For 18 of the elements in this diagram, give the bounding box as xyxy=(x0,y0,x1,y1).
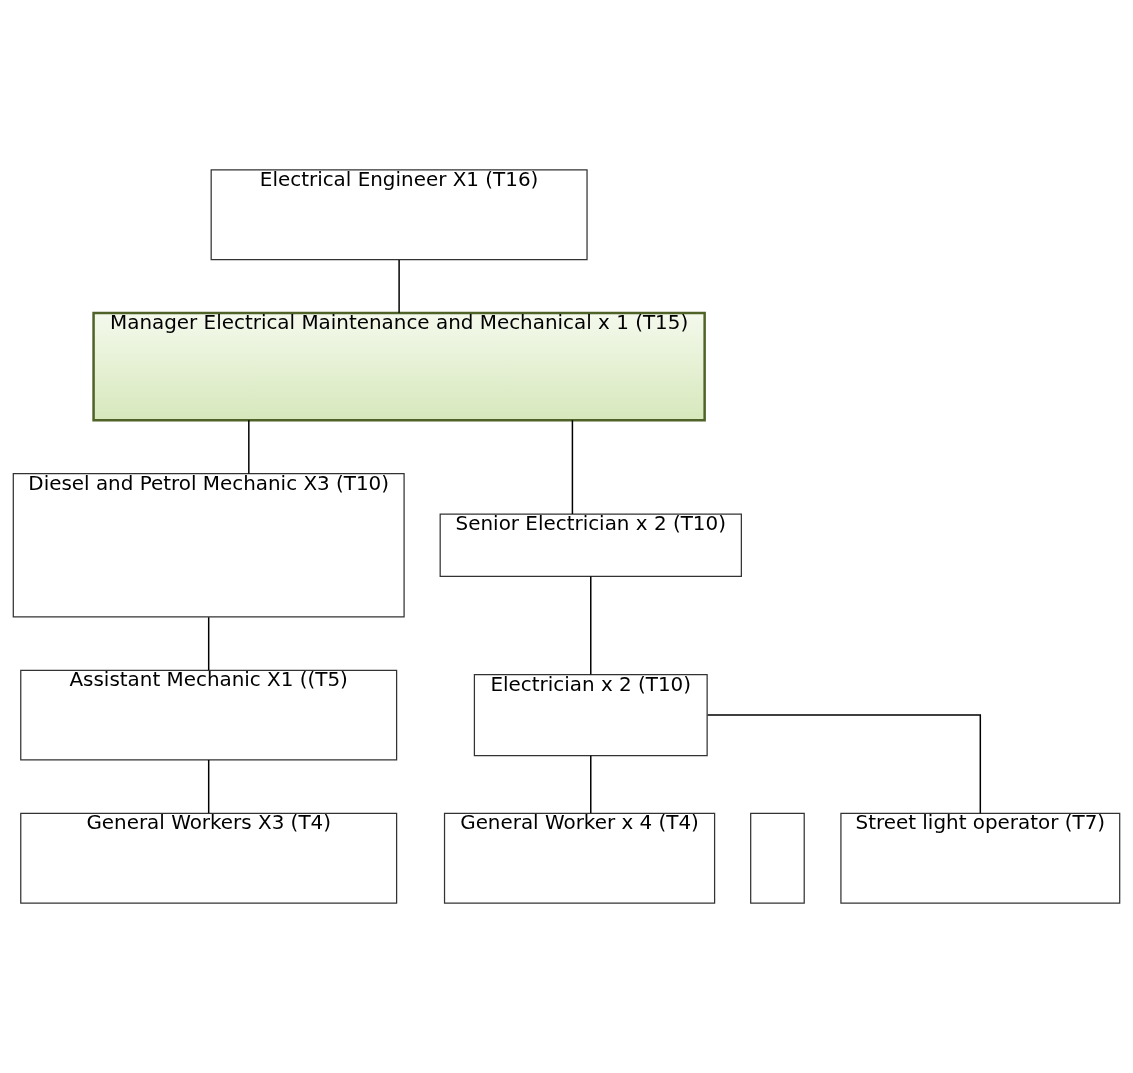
connector xyxy=(590,755,592,814)
connector xyxy=(248,419,250,475)
connector xyxy=(207,759,210,814)
connector xyxy=(398,259,400,314)
node-box: General Workers X3 (T4) xyxy=(20,812,398,904)
node-box: Electrical Engineer X1 (T16) xyxy=(210,169,588,261)
node-box xyxy=(750,812,805,904)
node-box: Assistant Mechanic X1 ((T5) xyxy=(20,669,398,761)
connector xyxy=(706,714,982,815)
node-box: Diesel and Petrol Mechanic X3 (T10) xyxy=(12,473,405,618)
connector xyxy=(590,575,592,676)
node-box: General Worker x 4 (T4) xyxy=(443,812,716,904)
node-box: Electrician x 2 (T10) xyxy=(473,674,708,757)
node-box: Manager Electrical Maintenance and Mechanical x 1 (T15) xyxy=(92,311,706,422)
connector xyxy=(207,616,210,671)
node-box: Street light operator (T7) xyxy=(840,812,1121,904)
node-box: Senior Electrician x 2 (T10) xyxy=(439,513,742,577)
connector xyxy=(571,419,574,515)
